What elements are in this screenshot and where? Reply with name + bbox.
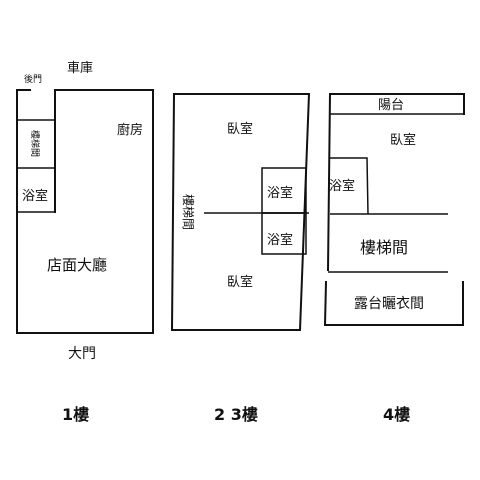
- floor4-balcony-label: 陽台: [378, 98, 404, 113]
- floor4-stairs-label: 樓梯間: [360, 238, 408, 257]
- floor4-bathroom-box: [330, 157, 369, 215]
- floor4-bedroom-label: 臥室: [390, 132, 416, 148]
- floor4-bathroom-label: 浴室: [329, 178, 355, 194]
- floor1-kitchen-label: 廚房: [117, 122, 143, 138]
- floor1-hall-label: 店面大廳: [47, 256, 107, 274]
- floor1-stairs-label: 樓梯間: [29, 130, 41, 157]
- floor1-caption: 1樓: [62, 405, 89, 424]
- floor1-garage-label: 車庫: [67, 61, 93, 76]
- floor1-outer-wall: [16, 89, 154, 334]
- floor1-plan: 車庫 後門 樓梯間 廚房 浴室 店面大廳 大門 1樓: [16, 61, 154, 424]
- floor1-main-door-label: 大門: [68, 346, 96, 362]
- floor23-outer-wall: [170, 93, 311, 331]
- floor1-bathroom-label: 浴室: [22, 188, 48, 204]
- floor1-back-door-label: 後門: [24, 73, 42, 85]
- floor23-plan: 臥室 樓梯間 浴室 浴室 臥室 2 3樓: [170, 93, 311, 424]
- floor23-bathroom-b-label: 浴室: [267, 232, 293, 248]
- floor23-stairs-label: 樓梯間: [181, 194, 196, 230]
- floor4-top-wall: [329, 93, 465, 115]
- floor23-bathroom-b-box: [261, 212, 307, 255]
- floor4-laundry-terrace-label: 露台曬衣間: [354, 296, 424, 312]
- floor23-bedroom-bottom-label: 臥室: [227, 274, 253, 290]
- floor4-left-wall-upper: [326, 92, 332, 272]
- floor4-caption: 4樓: [383, 405, 410, 424]
- floor4-left-wall-lower: [323, 280, 328, 327]
- floor23-bathroom-a-label: 浴室: [267, 185, 293, 201]
- floor23-caption: 2 3樓: [214, 405, 258, 424]
- floor4-plan: 陽台 臥室 浴室 樓梯間 露台曬衣間 4樓: [323, 92, 465, 424]
- floor23-bedroom-top-label: 臥室: [227, 121, 253, 137]
